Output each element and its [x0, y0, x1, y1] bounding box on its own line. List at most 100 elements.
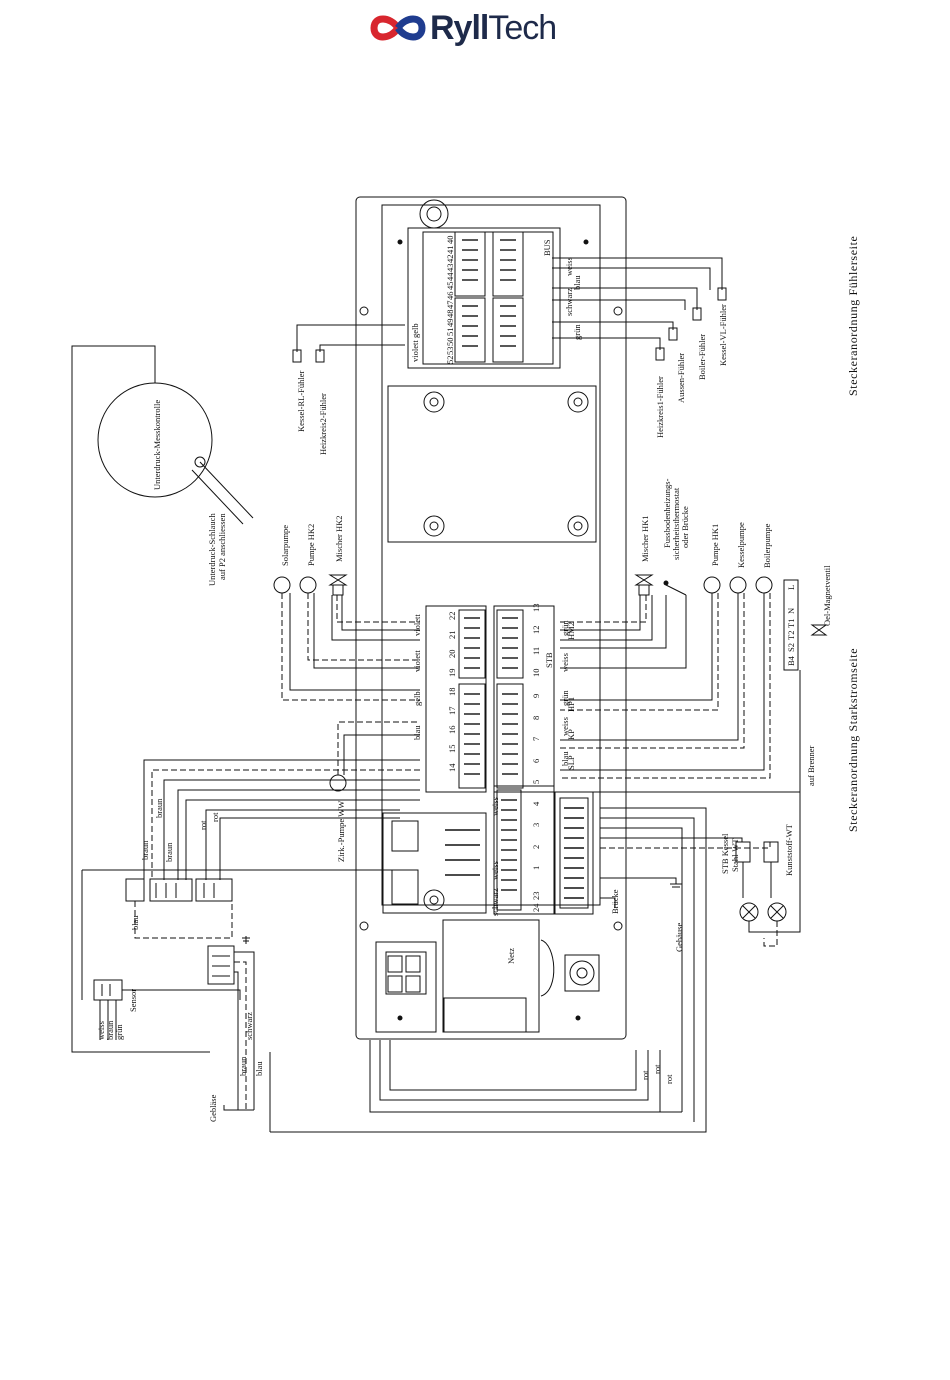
wire-label-weiss-top: weiss	[564, 257, 574, 276]
label-solarpumpe: Solarpumpe	[280, 524, 290, 566]
connector-braun	[149, 878, 193, 902]
terminal-number: 45	[445, 281, 455, 291]
terminal-number: 9	[531, 693, 541, 698]
label-bruecke: Brücke	[610, 889, 620, 914]
sensor-terminal-block	[407, 227, 561, 369]
terminal-s2: S2	[786, 643, 796, 652]
terminal-number: 47	[445, 300, 455, 309]
terminal-number: 21	[447, 630, 457, 640]
terminal-number: 3	[531, 822, 541, 827]
label-stb-line1: STB Kessel	[720, 833, 730, 874]
zirk-pumpe-symbol	[329, 774, 347, 792]
mischer-hk2-symbol	[328, 574, 348, 586]
terminal-number: 6	[531, 758, 541, 763]
pumpe-hk2-symbol	[299, 576, 317, 594]
terminal-number: 44	[445, 272, 455, 282]
terminal-number: 41	[445, 245, 455, 254]
terminal-number: 22	[447, 611, 457, 621]
wire-label-gelb-2: gelb	[412, 691, 422, 706]
terminal-number: 16	[447, 725, 457, 735]
wire-label-schwarz-5: schwarz	[490, 888, 500, 916]
connector-blau	[125, 878, 145, 902]
brand-name: RyllTech	[430, 9, 557, 47]
terminal-number: 49	[445, 318, 455, 328]
terminal-number: 12	[531, 625, 541, 634]
wire-label-braun-b: braun	[154, 798, 164, 818]
label-boilerpumpe: Boilerpumpe	[762, 523, 772, 568]
wire-label-rot-d: rot	[652, 1064, 662, 1074]
terminal-n: N	[786, 607, 796, 614]
terminal-number: 50	[445, 337, 455, 346]
pumpe-hk1-symbol	[703, 576, 721, 594]
label-geblaese: Gebläse	[208, 1094, 218, 1122]
label-mischer-hk1: Mischer HK1	[640, 515, 650, 562]
terminal-number: 53	[445, 346, 455, 355]
terminal-number: 17	[447, 706, 457, 716]
label-oel-magnetventil: Oel-Magnetventil	[822, 565, 832, 626]
wire-label-braun-c: braun	[164, 842, 174, 862]
terminal-number: 13	[531, 603, 541, 613]
terminal-kp: KP	[566, 729, 576, 740]
wire-label-weiss-5: weiss	[490, 861, 500, 880]
wire-label-rot-b: rot	[210, 812, 220, 822]
wire-label-rot-c: rot	[640, 1070, 650, 1080]
terminal-number: 2	[531, 844, 541, 849]
relay-module	[382, 812, 487, 914]
terminal-number: 15	[447, 744, 457, 754]
terminal-number: 20	[447, 649, 457, 659]
terminal-b4: B4	[786, 656, 796, 666]
controller-housing	[355, 196, 627, 1040]
wire-label-schwarz-g: schwarz	[244, 1012, 254, 1040]
wire-label-weiss-4: weiss	[490, 797, 500, 816]
wire-label-rot-a: rot	[198, 820, 208, 830]
label-auf-brenner: auf Brenner	[806, 745, 816, 786]
terminal-stb: STB	[544, 652, 554, 668]
terminal-number: 8	[531, 715, 541, 720]
terminal-number: 23	[531, 891, 541, 901]
terminal-hm2: HM2	[566, 622, 576, 640]
wire-label-gelb-top: gelb	[410, 323, 420, 338]
boilerpumpe-symbol	[755, 576, 773, 594]
terminal-number: 4	[531, 801, 541, 806]
sensor-side-title: Steckeranordnung Fühlerseite	[846, 235, 860, 396]
fuse-holder	[375, 941, 437, 1033]
wire-label-violett-2: violett	[412, 650, 422, 672]
label-boiler: Boiler-Fühler	[697, 333, 707, 380]
wire-label-blau-2: blau	[412, 725, 422, 740]
wire-label-rot-e: rot	[664, 1074, 674, 1084]
wire-label-violett-1: violett	[412, 614, 422, 636]
label-zirk-pumpe: Zirk.-Pumpe WW	[336, 800, 346, 862]
terminal-number: 10	[531, 668, 541, 677]
mounting-screw-top	[419, 199, 449, 229]
terminal-number: 5	[531, 779, 541, 784]
kesselpumpe-symbol	[729, 576, 747, 594]
terminal-number: 19	[447, 668, 457, 678]
infinity-logo-icon	[370, 15, 426, 41]
terminal-number: 1	[531, 865, 541, 870]
terminal-hp1: HP1	[566, 696, 576, 712]
transformer	[442, 919, 540, 1033]
wire-label-braun-g: braun	[238, 1056, 248, 1076]
terminal-bus: BUS	[542, 239, 552, 256]
label-hose-line1: Unterdruck-Schlauch	[207, 513, 217, 586]
ryll-tech-logo: RyllTech	[368, 8, 578, 48]
mischer-hk1-symbol	[634, 574, 654, 586]
label-pumpe-hk1: Pumpe HK1	[710, 523, 720, 566]
connector-rot	[195, 878, 233, 902]
wire-label-gruen-s: grün	[114, 1024, 124, 1040]
label-stb-line2: Stahl-WT	[730, 838, 740, 872]
label-kessel-vl: Kessel-VL-Fühler	[718, 304, 728, 366]
terminal-t1: T1	[786, 618, 796, 628]
label-heizkreis1: Heizkreis1-Fühler	[655, 376, 665, 438]
sensor-connector	[93, 979, 123, 1001]
label-aussen: Aussen-Fühler	[676, 352, 686, 403]
terminal-t2: T2	[786, 630, 796, 640]
terminal-slp: SLP	[566, 755, 576, 770]
controller-inner-frame	[381, 204, 601, 906]
solarpumpe-symbol	[273, 576, 291, 594]
label-kunststoff-wt: Kunststoff-WT	[784, 824, 794, 876]
label-mischer-hk2: Mischer HK2	[334, 515, 344, 562]
wire-label-gruen-top: grün	[572, 324, 582, 340]
